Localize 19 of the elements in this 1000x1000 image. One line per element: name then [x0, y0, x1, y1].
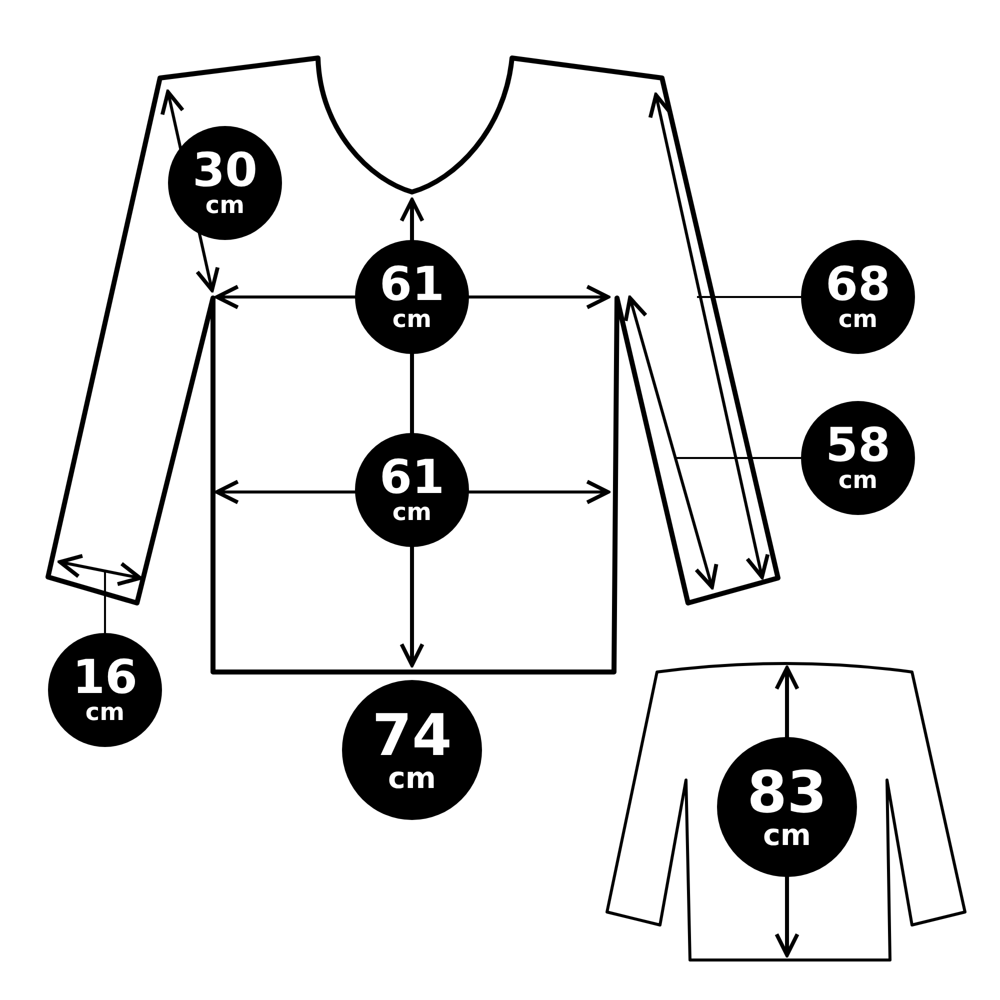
measurement-value: 30	[192, 148, 258, 194]
leader-line	[104, 570, 106, 633]
leader-line	[697, 296, 801, 298]
measurement-value: 16	[72, 654, 138, 702]
leader-line	[676, 457, 801, 459]
unit-text: cm	[388, 764, 436, 794]
measurement-value: 61	[379, 262, 445, 308]
unit-text: cm	[392, 308, 432, 332]
unit-text: cm	[205, 194, 245, 218]
measurement-value: 58	[825, 422, 891, 470]
unit-text: cm	[838, 308, 878, 332]
measurement-value: 74	[372, 706, 452, 764]
unit-text: cm	[85, 701, 125, 726]
unit-text: cm	[762, 821, 812, 850]
unit-text: cm	[838, 469, 878, 494]
measurement-value: 68	[825, 262, 891, 308]
unit-text: cm	[392, 501, 432, 526]
measurement-value: 61	[379, 454, 445, 502]
measurement-value: 83	[747, 764, 827, 821]
